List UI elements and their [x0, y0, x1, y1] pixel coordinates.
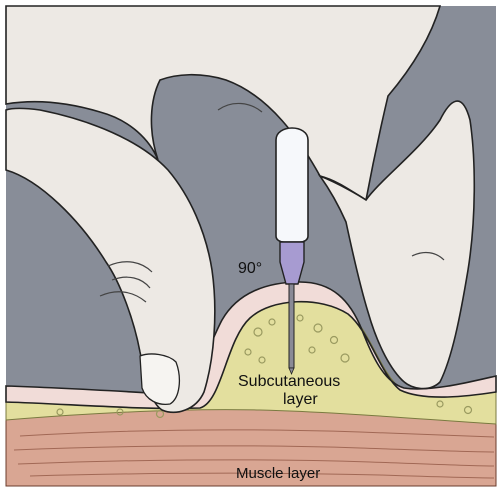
needle-hub: [280, 242, 304, 284]
syringe-barrel: [276, 128, 308, 242]
needle: [289, 284, 294, 368]
muscle-label: Muscle layer: [236, 465, 320, 482]
subcutaneous-label-line2: layer: [283, 391, 318, 408]
angle-label: 90°: [238, 260, 262, 277]
subcutaneous-label-line1: Subcutaneous: [238, 373, 340, 390]
